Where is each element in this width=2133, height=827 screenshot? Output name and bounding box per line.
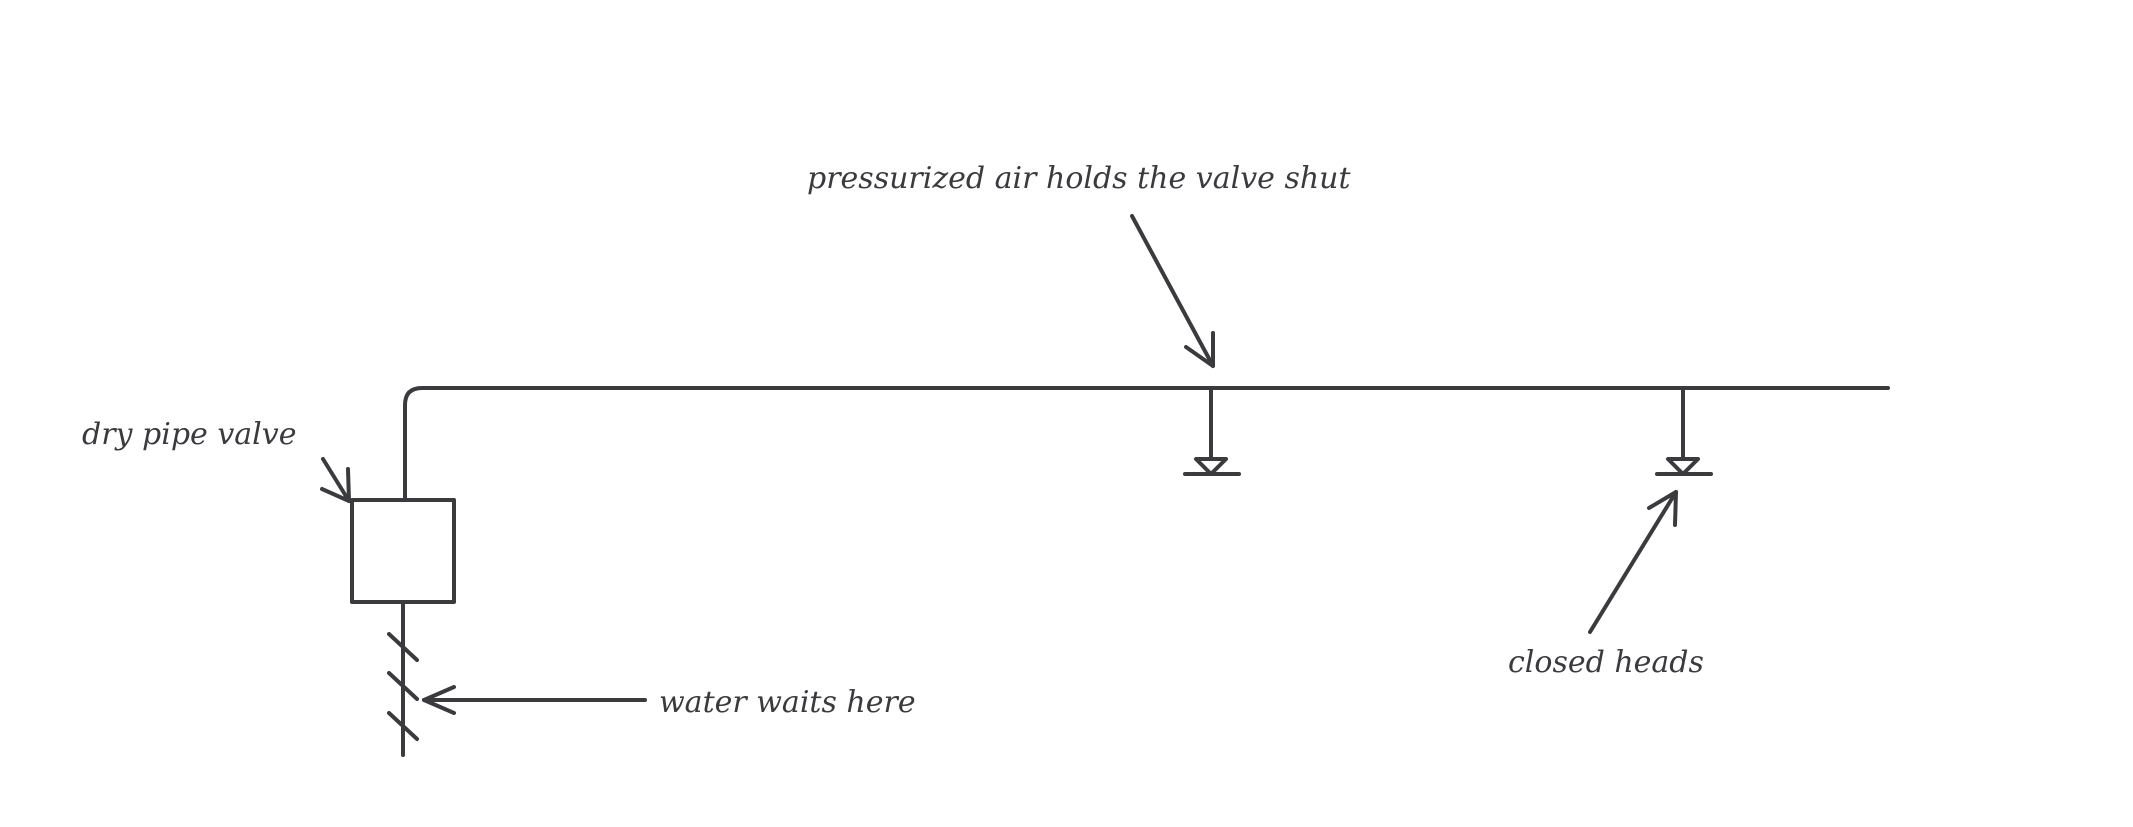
water-hatch-mark (387, 671, 419, 701)
air-pressure-label: pressurized air holds the valve shut (807, 161, 1351, 196)
air-pressure-arrow (1130, 214, 1215, 368)
closed-heads-arrow (1588, 490, 1678, 634)
water-arrow (422, 685, 647, 715)
water-hatch-marks (387, 632, 419, 741)
dry-pipe-valve (350, 498, 456, 604)
sprinkler-deflector (1194, 457, 1228, 476)
dry-pipe-valve-arrow (320, 457, 351, 503)
sprinkler-deflector (1666, 457, 1700, 476)
sprinkler-head-2 (1655, 388, 1713, 476)
closed-heads-label: closed heads (1508, 645, 1704, 680)
main-pipe (403, 386, 1890, 500)
sprinkler-head-1 (1183, 388, 1241, 476)
dry-pipe-valve-label: dry pipe valve (82, 417, 296, 452)
water-label: water waits here (659, 685, 916, 720)
water-hatch-mark (387, 632, 419, 662)
water-hatch-mark (387, 711, 419, 741)
